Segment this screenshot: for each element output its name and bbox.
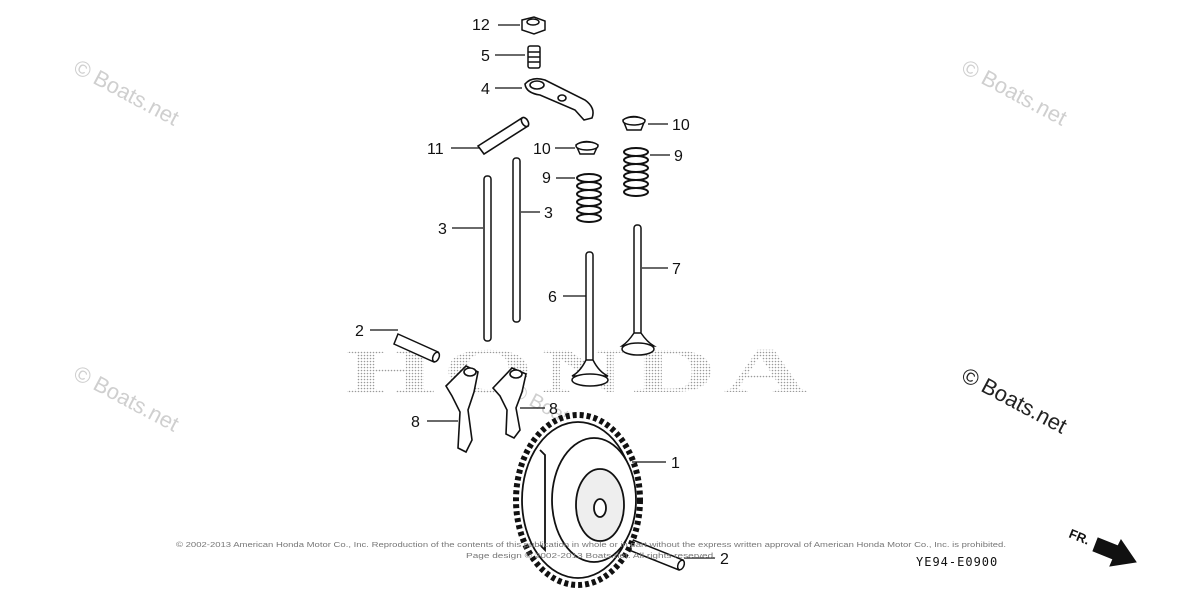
boats-watermark: © Boats.net	[70, 54, 184, 130]
callout-12: 12	[472, 17, 490, 34]
callout-8: 8	[549, 401, 558, 418]
diagram-code: YE94-E0900	[916, 555, 998, 569]
copyright-line-2: Page design © 2002-2013 Boats.net. All r…	[466, 552, 716, 560]
part-10-retainer[interactable]	[575, 140, 599, 155]
part-6-valve[interactable]	[571, 251, 609, 387]
callout-4: 4	[481, 81, 490, 98]
part-12-nut[interactable]	[521, 16, 546, 35]
boats-watermark: © Boats.net	[70, 360, 184, 436]
front-arrow: FR.	[1067, 526, 1137, 567]
callout-11: 11	[427, 141, 444, 158]
part-5-screw[interactable]	[527, 45, 541, 69]
callout-3: 3	[438, 221, 447, 238]
part-3-push-rod[interactable]	[483, 175, 492, 342]
part-7-valve[interactable]	[619, 224, 657, 356]
callout-10: 10	[533, 141, 551, 158]
part-2-shaft[interactable]	[393, 332, 441, 364]
callout-5: 5	[481, 48, 490, 65]
front-arrow-label: FR.	[1067, 526, 1092, 548]
callout-1: 1	[671, 455, 680, 472]
part-8-follower[interactable]	[444, 365, 479, 454]
part-1-camshaft-gear[interactable]	[513, 412, 643, 588]
callout-10: 10	[672, 117, 690, 134]
callout-7: 7	[672, 261, 681, 278]
callout-3: 3	[544, 205, 553, 222]
part-10-retainer[interactable]	[622, 115, 646, 131]
callout-8: 8	[411, 414, 420, 431]
part-4-rocker-arm[interactable]	[524, 77, 594, 121]
callout-2: 2	[355, 323, 364, 340]
copyright-line-1: © 2002-2013 American Honda Motor Co., In…	[176, 541, 1006, 549]
boats-watermark: © Boats.net	[958, 54, 1072, 130]
part-8-follower[interactable]	[491, 367, 527, 440]
callout-9: 9	[674, 148, 683, 165]
part-2-shaft[interactable]	[628, 539, 686, 571]
front-arrow-icon	[1092, 537, 1137, 567]
boats-watermark-dark: © Boats.net	[958, 362, 1072, 438]
part-9-spring[interactable]	[576, 173, 602, 223]
callout-6: 6	[548, 289, 557, 306]
callout-2: 2	[720, 551, 729, 568]
callout-9: 9	[542, 170, 551, 187]
part-3-push-rod[interactable]	[512, 157, 521, 323]
part-9-spring[interactable]	[623, 147, 649, 197]
part-11-pin[interactable]	[476, 116, 530, 156]
